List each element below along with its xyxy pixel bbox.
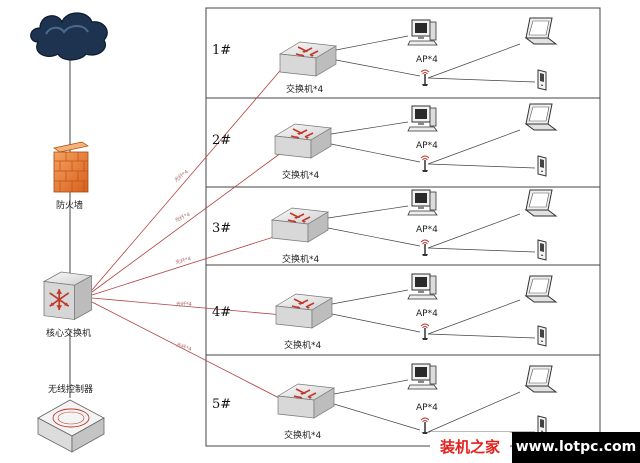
phone-icon [537,69,547,91]
access-point-icon [420,239,430,257]
access-point-icon [420,155,430,173]
fiber-links [91,64,286,401]
core-switch-icon [42,271,93,321]
switch-label: 交换机*4 [282,169,320,181]
site-watermark: 装机之家 www.lotpc.com [430,432,640,463]
switch-label: 交换机*4 [282,253,320,265]
floor-label: 5# [212,397,231,412]
fiber-label: 光纤*4 [175,341,192,353]
switch-label: 交换机*4 [286,83,324,95]
pc-icon [407,189,438,216]
firewall-label: 防火墙 [56,199,83,211]
fiber-label: 光纤*4 [174,211,191,224]
ap-count-label: AP*4 [416,403,438,413]
ap-count-label: AP*4 [416,141,438,151]
fiber-label: 光纤*4 [176,301,192,308]
pc-icon [407,273,438,300]
switch-label: 交换机*4 [284,429,322,441]
floor-1: 1# 交换机*4 AP*4 [212,17,557,95]
switch-icon [279,41,337,77]
pc-icon [407,19,438,46]
floor-label: 1# [212,43,231,58]
watermark-url[interactable]: www.lotpc.com [512,432,640,463]
phone-icon [537,325,547,347]
phone-icon [537,155,547,177]
access-point-icon [420,323,430,341]
floor-label: 3# [212,221,231,236]
firewall-icon [53,141,89,193]
core-switch-label: 核心交换机 [46,327,91,339]
laptop-icon [525,103,557,131]
pc-icon [407,363,438,390]
floor-3: 3# 交换机*4 AP*4 [212,189,557,265]
switch-label: 交换机*4 [284,339,322,351]
switch-icon [275,293,333,329]
access-point-icon [420,417,430,435]
floor-5: 5# 交换机*4 AP*4 [212,363,557,441]
fiber-label: 光纤*4 [173,168,190,183]
switch-icon [271,207,329,243]
access-point-icon [420,69,430,87]
fiber-label: 光纤*4 [175,255,192,266]
ap-count-label: AP*4 [416,55,438,65]
pc-icon [407,105,438,132]
building-frame [205,7,601,447]
floor-label: 4# [212,305,231,320]
laptop-icon [525,189,557,217]
ap-count-label: AP*4 [416,309,438,319]
floor-2: 2# 交换机*4 AP*4 [212,103,557,181]
laptop-icon [525,365,557,393]
internet-cloud-icon [30,12,108,61]
ap-count-label: AP*4 [416,225,438,235]
floor-label: 2# [212,133,231,148]
controller-label: 无线控制器 [48,383,93,395]
switch-icon [277,383,335,419]
wireless-controller-icon [37,399,105,453]
laptop-icon [525,17,557,45]
switch-icon [274,123,332,159]
laptop-icon [525,275,557,303]
phone-icon [537,239,547,261]
floor-4: 4# 交换机*4 AP*4 [212,273,557,351]
watermark-cn-text: 装机之家 [430,432,510,463]
